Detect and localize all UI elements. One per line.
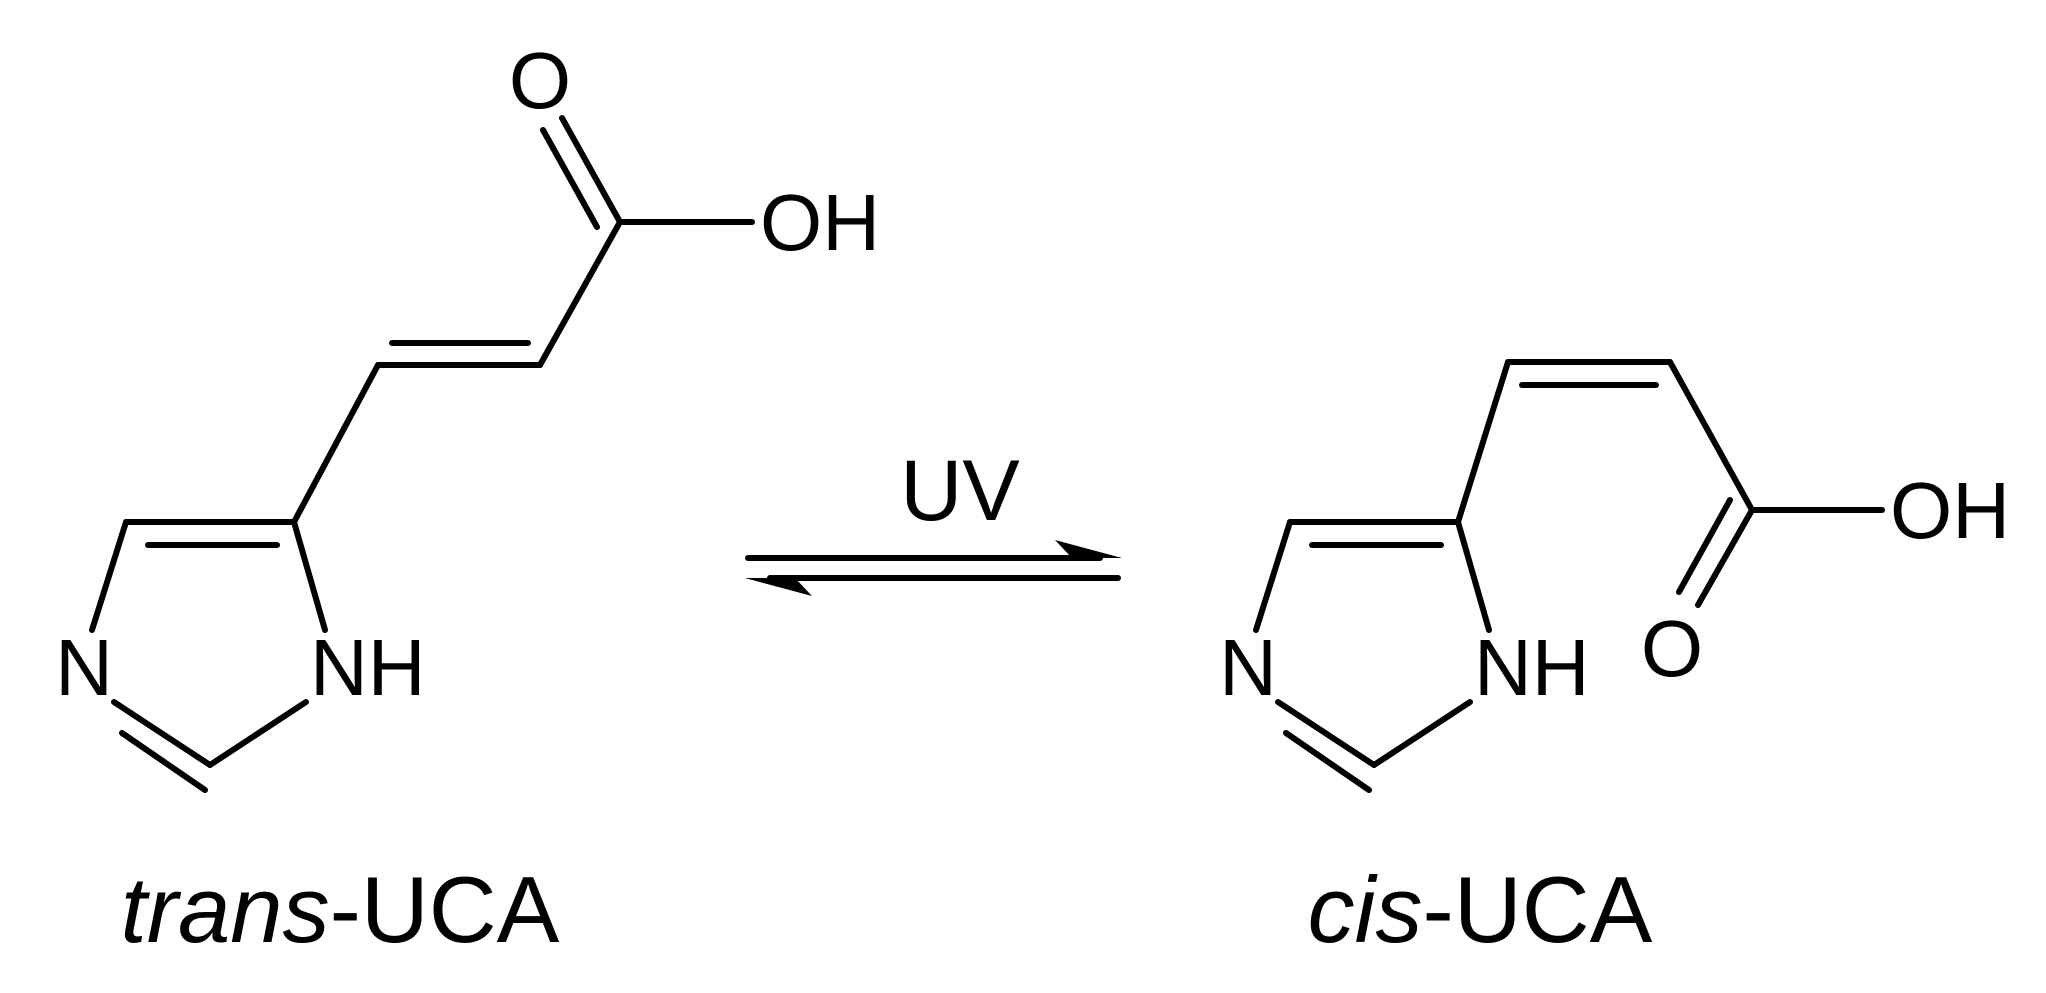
cis-caption-prefix: cis [1308, 857, 1423, 962]
cis-uca-structure: OH O N NH [1219, 359, 2010, 793]
reverse-arrowhead [745, 578, 812, 596]
trans-ring-bond-c2-nh [207, 699, 309, 768]
trans-atom-nh: NH [310, 623, 426, 712]
trans-carbonyl-double-a [559, 115, 623, 225]
trans-carbonyl-double-b [540, 127, 600, 230]
cis-carbonyl-double-b [1676, 497, 1733, 595]
cis-atom-n: N [1219, 623, 1277, 712]
trans-atom-oh: OH [760, 178, 880, 267]
cis-ring-bond-c2-nh [1371, 699, 1473, 768]
trans-ring-bond-c5-n [89, 519, 129, 633]
trans-ring-double-c2 [119, 730, 208, 793]
cis-bond-vinyl-carboxyl [1667, 359, 1755, 513]
cis-ring-bond-nh-c4 [1455, 519, 1492, 633]
cis-atom-nh: NH [1474, 623, 1590, 712]
trans-caption: trans-UCA [121, 857, 560, 962]
cis-atom-oh: OH [1890, 466, 2010, 555]
equilibrium-arrows: UV [745, 443, 1122, 596]
trans-uca-structure: O OH N NH [55, 36, 880, 793]
cis-ring-double-c2 [1283, 730, 1372, 793]
trans-ring-bond-n-c2 [111, 699, 213, 768]
trans-caption-suffix: -UCA [330, 857, 560, 962]
cis-carbonyl-double-a [1695, 507, 1755, 608]
trans-bond-vinyl-carboxyl [537, 219, 623, 368]
cis-caption: cis-UCA [1308, 857, 1653, 962]
forward-arrowhead [1055, 540, 1122, 558]
cis-bond-ring-vinyl [1455, 359, 1511, 525]
trans-bond-ring-vinyl [291, 362, 381, 525]
trans-caption-prefix: trans [121, 857, 330, 962]
trans-ring-bond-nh-c4 [291, 519, 328, 633]
reaction-condition-label: UV [900, 443, 1019, 539]
trans-atom-o-carbonyl: O [509, 36, 571, 125]
cis-atom-o-carbonyl: O [1641, 604, 1703, 693]
cis-caption-suffix: -UCA [1423, 857, 1653, 962]
cis-ring-bond-c5-n [1253, 519, 1293, 633]
cis-ring-bond-n-c2 [1275, 699, 1377, 768]
trans-atom-n: N [55, 623, 113, 712]
